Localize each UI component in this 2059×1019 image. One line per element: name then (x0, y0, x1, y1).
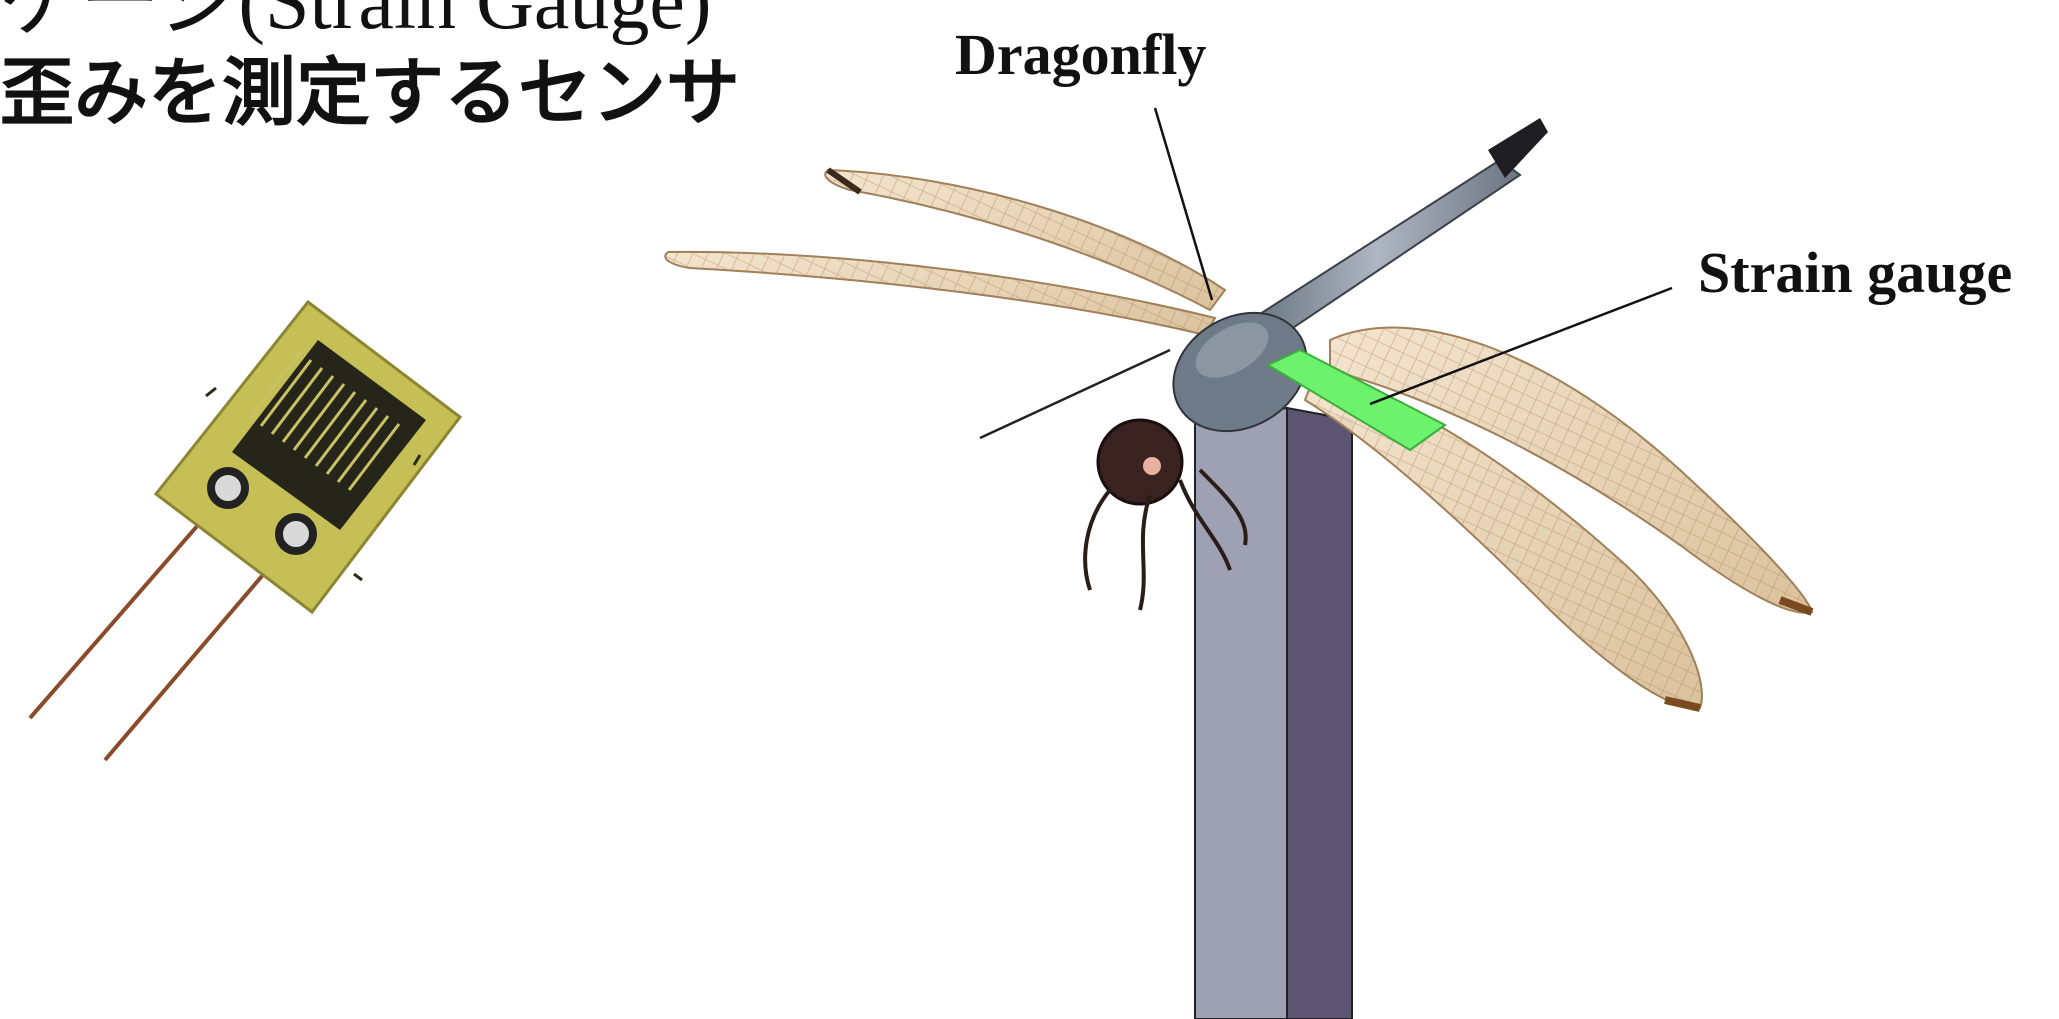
label-strain-gauge: Strain gauge (1698, 244, 2012, 302)
label-dragonfly: Dragonfly (955, 26, 1206, 84)
solder-pad-left (211, 471, 245, 505)
pillar-front-face (1195, 408, 1287, 1019)
pillar (1195, 408, 1352, 1019)
solder-pad-right (279, 517, 313, 551)
dragonfly-eye (1143, 457, 1161, 475)
pillar-side-face (1287, 408, 1352, 1019)
strain-gauge-photo (30, 302, 460, 760)
